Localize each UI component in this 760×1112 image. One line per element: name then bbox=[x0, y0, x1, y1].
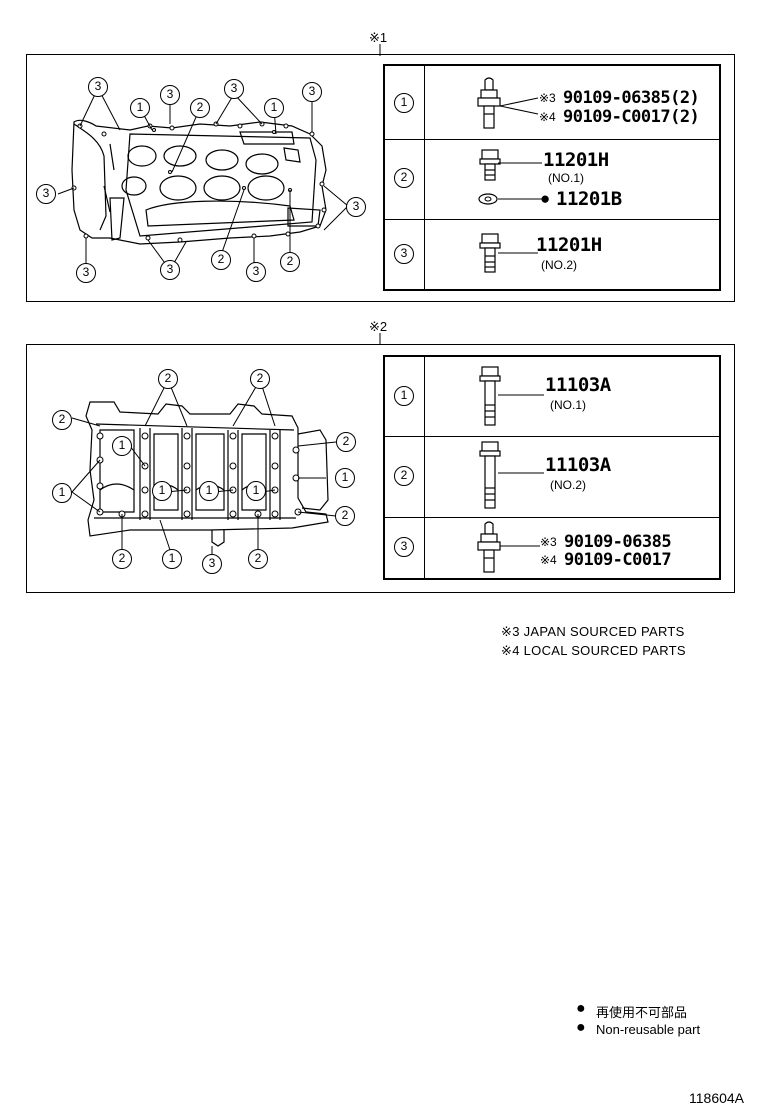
s2-callout-2-right-lower: 2 bbox=[335, 506, 355, 526]
s2-row2-index: 2 bbox=[394, 466, 414, 486]
s1-callout-1-right: 1 bbox=[264, 98, 284, 118]
s1-row2-nonreusable-mark: ● bbox=[540, 189, 551, 208]
s1-row2-part-a: 11201H bbox=[543, 149, 609, 171]
s1-row3-index: 3 bbox=[394, 244, 414, 264]
s1-row1-prefix-a: ※3 bbox=[539, 91, 556, 105]
s1-row2-part-b: 11201B bbox=[556, 188, 622, 210]
s2-row3-prefix-b: ※4 bbox=[540, 553, 557, 567]
s1-row1-index: 1 bbox=[394, 93, 414, 113]
s1-row1-part-a: 90109-06385(2) bbox=[563, 88, 700, 108]
s2-row-divider-1 bbox=[385, 436, 719, 437]
section1-panel bbox=[26, 54, 735, 302]
s2-row3-part-a: 90109-06385 bbox=[564, 532, 672, 552]
s1-row2-bolt-icon bbox=[479, 149, 501, 181]
s2-row3-leader bbox=[500, 545, 540, 547]
s1-callout-3-right: 3 bbox=[346, 197, 366, 217]
s1-row3-bolt-icon bbox=[479, 233, 501, 273]
s2-callout-2-bottom-left: 2 bbox=[112, 549, 132, 569]
section2-parts-table bbox=[383, 355, 721, 580]
s1-callout-3-top-right: 3 bbox=[302, 82, 322, 102]
s2-row1-sub: (NO.1) bbox=[550, 398, 586, 412]
s2-index-column bbox=[385, 357, 425, 578]
s2-row2-part: 11103A bbox=[545, 454, 611, 476]
s2-row1-bolt-icon bbox=[479, 366, 501, 426]
s1-row1-bolt-icon bbox=[477, 77, 501, 129]
s2-row1-part: 11103A bbox=[545, 374, 611, 396]
s1-callout-3-upper-mid: 3 bbox=[224, 79, 244, 99]
s2-callout-2-bottom-right: 2 bbox=[248, 549, 268, 569]
s1-index-column bbox=[385, 66, 425, 289]
section1-parts-table bbox=[383, 64, 721, 291]
s1-callout-2-bottom-right: 2 bbox=[280, 252, 300, 272]
s2-row1-leader bbox=[498, 394, 544, 396]
s1-row-divider-2 bbox=[385, 219, 719, 220]
s1-callout-2-bottom: 2 bbox=[211, 250, 231, 270]
s1-callout-3-top-left: 3 bbox=[88, 77, 108, 97]
s1-callout-2-upper: 2 bbox=[190, 98, 210, 118]
s2-row3-prefix-a: ※3 bbox=[540, 535, 557, 549]
s2-row-divider-2 bbox=[385, 517, 719, 518]
section2-ref-tick bbox=[379, 333, 381, 345]
section2-ref-mark: ※2 bbox=[369, 319, 388, 334]
s1-row2-leader-a bbox=[498, 162, 542, 164]
s2-row1-index: 1 bbox=[394, 386, 414, 406]
s1-callout-3-upper: 3 bbox=[160, 85, 180, 105]
s2-callout-2-top-right: 2 bbox=[250, 369, 270, 389]
s1-callout-3-bottom-mid: 3 bbox=[160, 260, 180, 280]
s1-row3-part: 11201H bbox=[536, 234, 602, 256]
s1-row2-index: 2 bbox=[394, 168, 414, 188]
s2-row3-part-b: 90109-C0017 bbox=[564, 550, 672, 570]
legend-nonreusable-en: Non-reusable part bbox=[596, 1022, 701, 1037]
s2-callout-1-col2: 1 bbox=[152, 481, 172, 501]
s1-callout-1-left: 1 bbox=[130, 98, 150, 118]
s2-row2-sub: (NO.2) bbox=[550, 478, 586, 492]
diagram-id: 118604A bbox=[689, 1090, 745, 1106]
s1-callout-3-bottom-left: 3 bbox=[76, 263, 96, 283]
s2-callout-1-col4: 1 bbox=[246, 481, 266, 501]
s1-row1-part-b: 90109-C0017(2) bbox=[563, 107, 700, 127]
section1-ref-mark: ※1 bbox=[369, 30, 388, 45]
s1-row-divider-1 bbox=[385, 139, 719, 140]
s1-callout-3-left: 3 bbox=[36, 184, 56, 204]
s2-callout-2-right-upper: 2 bbox=[336, 432, 356, 452]
s2-callout-2-top-left: 2 bbox=[158, 369, 178, 389]
legend-nonreusable-jp: 再使用不可部品 bbox=[596, 1005, 688, 1020]
s1-row2-leader-b bbox=[498, 198, 542, 200]
cylinder-head-illustration bbox=[71, 379, 337, 560]
s1-row1-prefix-b: ※4 bbox=[539, 110, 556, 124]
s2-callout-1-left: 1 bbox=[52, 483, 72, 503]
s1-row2-sub-a: (NO.1) bbox=[548, 171, 584, 185]
section2-panel bbox=[26, 344, 735, 593]
s2-callout-2-left: 2 bbox=[52, 410, 72, 430]
legend-nonreusable-dot-jp: ● bbox=[576, 1000, 586, 1017]
s2-row3-index: 3 bbox=[394, 537, 414, 557]
note-local-sourced: ※4 LOCAL SOURCED PARTS bbox=[501, 643, 686, 658]
s2-callout-1-col3: 1 bbox=[199, 481, 219, 501]
s2-row3-bolt-icon bbox=[477, 521, 501, 573]
s2-row2-bolt-icon bbox=[479, 441, 501, 509]
legend-nonreusable-dot-en: ● bbox=[576, 1019, 586, 1036]
s2-callout-1-right: 1 bbox=[335, 468, 355, 488]
s1-row3-leader bbox=[498, 252, 538, 254]
s2-row2-leader bbox=[498, 472, 544, 474]
s1-row2-washer-icon bbox=[478, 193, 498, 205]
s2-callout-3-bottom: 3 bbox=[202, 554, 222, 574]
s2-callout-1-bottom: 1 bbox=[162, 549, 182, 569]
note-japan-sourced: ※3 JAPAN SOURCED PARTS bbox=[501, 624, 685, 639]
s1-callout-3-bottom-right: 3 bbox=[246, 262, 266, 282]
s1-row3-sub: (NO.2) bbox=[541, 258, 577, 272]
s1-row1-leader bbox=[500, 97, 539, 115]
s2-callout-1-inner-left: 1 bbox=[112, 436, 132, 456]
cylinder-head-cover-illustration bbox=[57, 87, 349, 271]
